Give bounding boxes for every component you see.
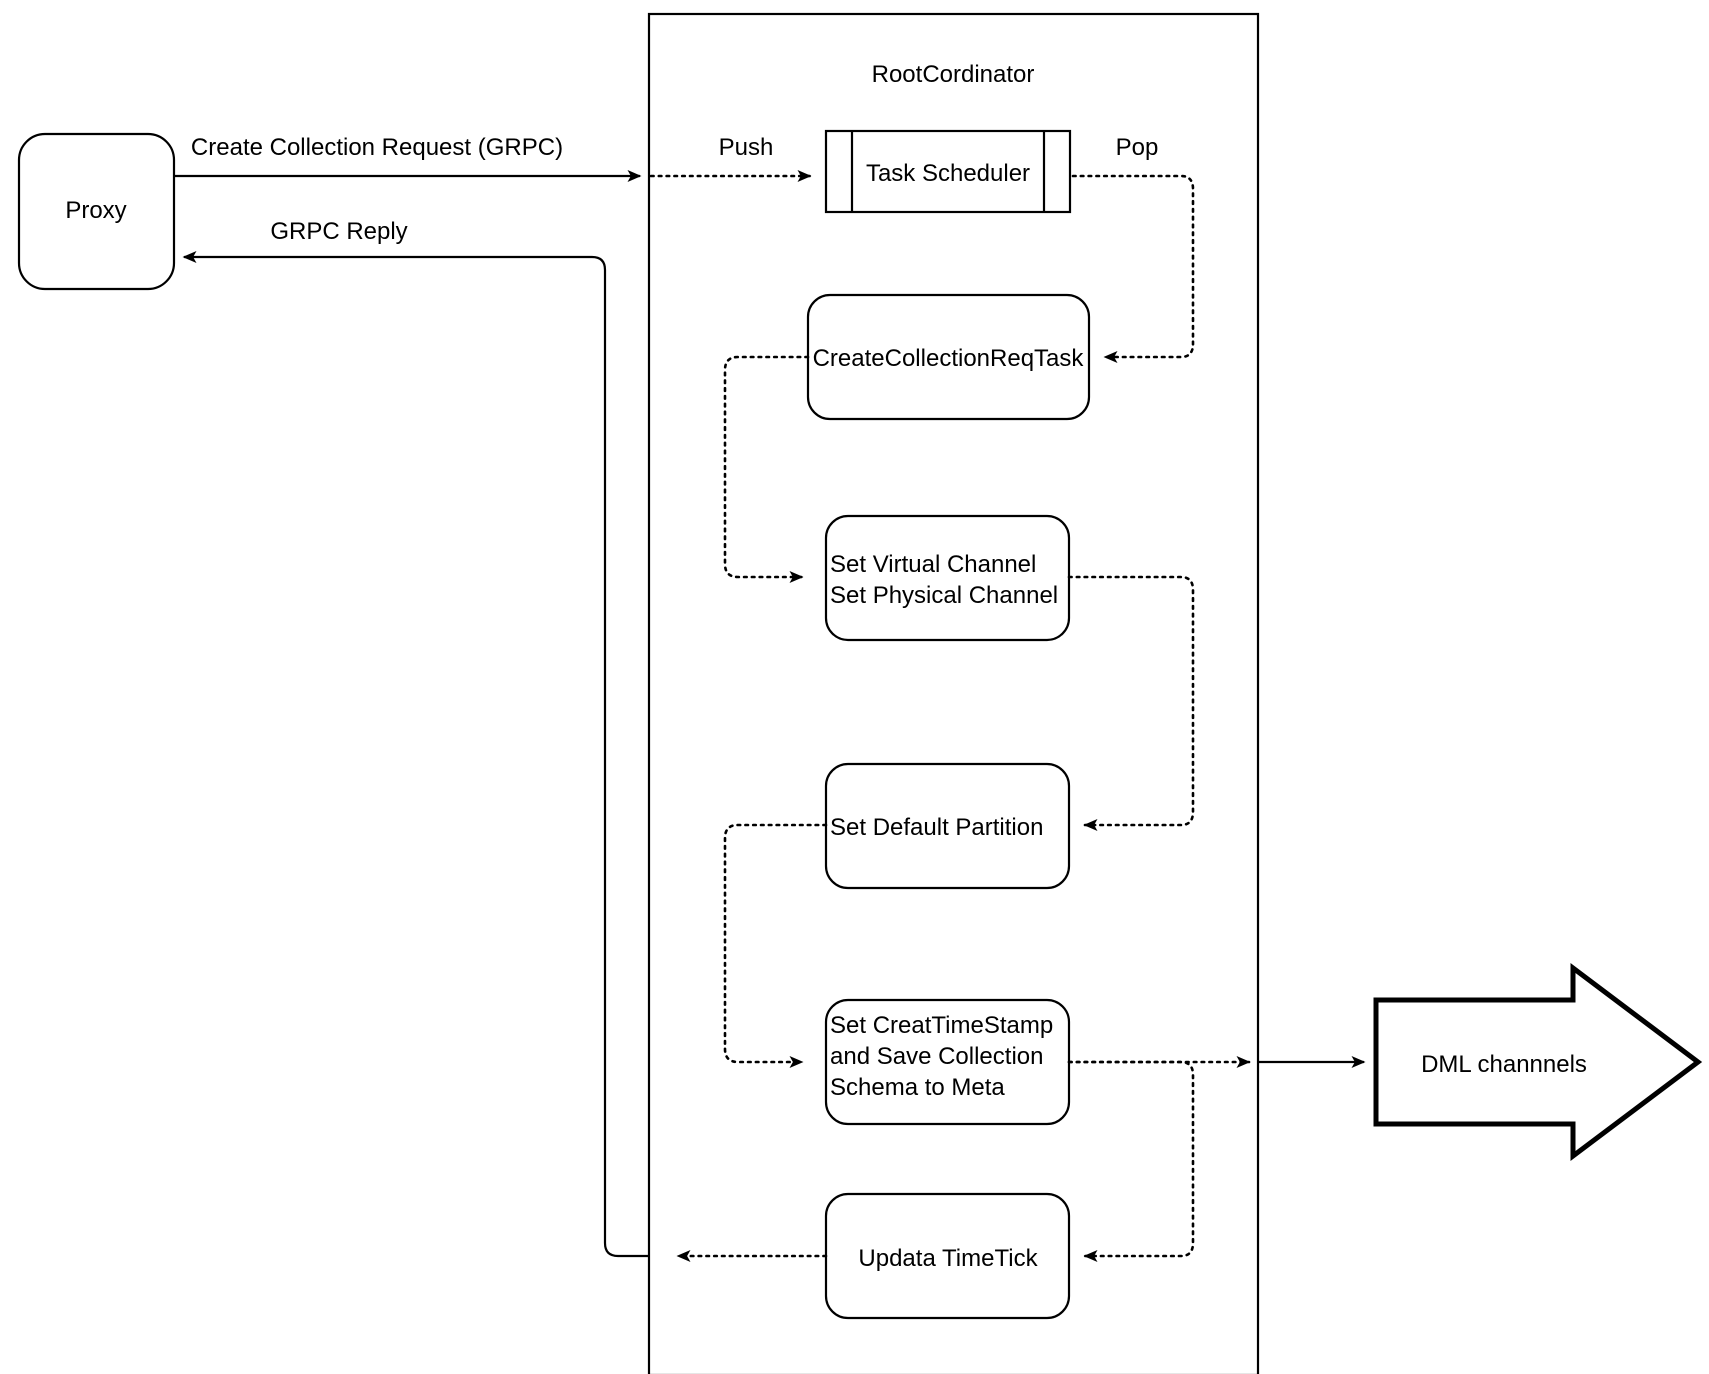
node-task-scheduler-label: Task Scheduler [866,160,1030,187]
node-set-creat-timestamp-label-line2: and Save Collection [830,1043,1043,1070]
node-set-creat-timestamp[interactable]: Set CreatTimeStamp and Save Collection S… [824,998,1071,1126]
node-create-collection-req-task[interactable]: CreateCollectionReqTask [806,293,1091,421]
node-create-collection-req-task-label: CreateCollectionReqTask [813,345,1085,372]
node-set-creat-timestamp-label-line3: Schema to Meta [830,1074,1005,1101]
edge-default-partition-to-timestamp [723,823,828,1068]
node-set-default-partition-label: Set Default Partition [830,814,1043,841]
node-dml-channels[interactable]: DML channnels [1373,962,1703,1162]
edge-pop: Pop [1071,134,1195,363]
node-proxy[interactable]: Proxy [17,132,176,291]
edge-set-channel-to-default-partition [1067,575,1195,831]
edge-grpc-reply: GRPC Reply [182,218,649,1258]
edge-pop-label: Pop [1116,134,1159,161]
edge-create-collection-request: Create Collection Request (GRPC) [174,134,642,182]
edge-task-to-set-channel [723,355,810,583]
edge-push: Push [649,134,812,182]
node-updata-timetick-label: Updata TimeTick [858,1245,1038,1272]
node-task-scheduler[interactable]: Task Scheduler [824,129,1072,214]
node-proxy-label: Proxy [65,197,126,224]
edge-timestamp-to-timetick [1067,1060,1195,1262]
node-set-channel-label-line1: Set Virtual Channel [830,551,1036,578]
node-set-channel[interactable]: Set Virtual Channel Set Physical Channel [824,514,1071,642]
edge-push-label: Push [719,134,774,161]
node-set-creat-timestamp-label-line1: Set CreatTimeStamp [830,1012,1053,1039]
node-set-default-partition[interactable]: Set Default Partition [824,762,1071,890]
rootcordinator-container: RootCordinator [647,12,1260,1374]
edge-create-collection-request-label: Create Collection Request (GRPC) [191,134,563,161]
node-dml-channels-label: DML channnels [1421,1051,1587,1078]
rootcordinator-label: RootCordinator [872,61,1035,88]
edge-grpc-reply-label: GRPC Reply [270,218,407,245]
node-updata-timetick[interactable]: Updata TimeTick [824,1192,1071,1320]
node-set-channel-label-line2: Set Physical Channel [830,582,1058,609]
